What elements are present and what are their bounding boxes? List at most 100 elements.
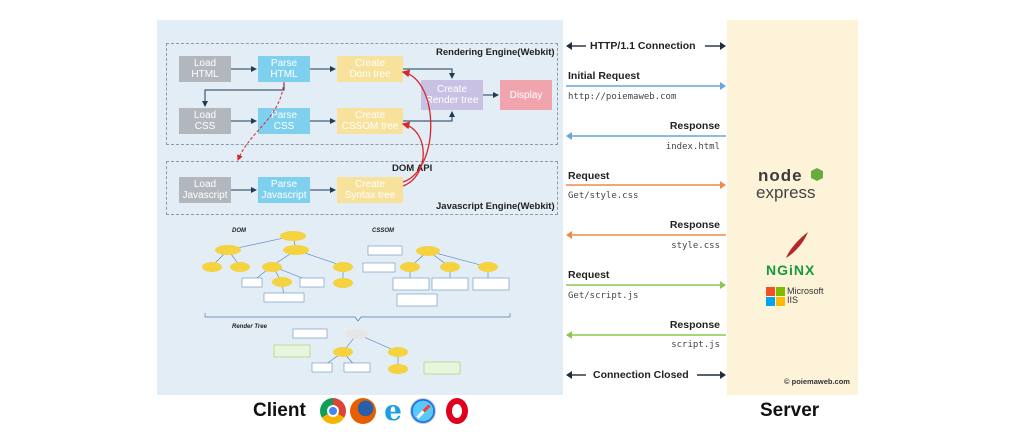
response-html-label: Response <box>669 120 720 132</box>
server-title: Server <box>760 400 820 421</box>
cssom-style-note <box>396 293 438 307</box>
cssom-style-note <box>367 245 403 256</box>
initial-request-label: Initial Request <box>568 70 640 82</box>
opera-icon <box>446 398 468 424</box>
create-syntax-tree-box: Create Syntax tree <box>337 177 403 203</box>
microsoft-iis-logo: Microsoft IIS <box>787 286 824 305</box>
dom-tree-nodes <box>202 231 353 303</box>
render-tree-nodes <box>273 328 461 375</box>
response-js-file: script.js <box>671 340 720 350</box>
cssom-node <box>440 262 460 272</box>
response-css-label: Response <box>669 219 720 231</box>
nginx-logo: NGiNX <box>766 262 816 278</box>
create-dom-box: Create Dom tree <box>337 56 403 82</box>
cssom-node <box>478 262 498 272</box>
arrowhead <box>720 371 726 379</box>
render-text-node <box>311 362 333 373</box>
dom-text-node <box>263 292 305 303</box>
arrow-dom-render <box>403 68 455 79</box>
render-text-node <box>343 362 371 373</box>
dom-node <box>202 262 222 272</box>
cssom-tree-nodes <box>362 245 510 307</box>
cssom-style-note <box>431 277 469 291</box>
node-logo: node <box>758 166 803 185</box>
arrow-cssom-render <box>403 111 455 122</box>
safari-icon <box>410 398 436 424</box>
cssom-style-note <box>472 277 510 291</box>
microsoft-logo-icon <box>766 287 785 306</box>
parse-javascript-box: Parse Javascript <box>258 177 310 203</box>
dom-node <box>333 262 353 272</box>
arrowhead <box>566 231 572 239</box>
render-style-note <box>292 328 328 339</box>
arrowhead <box>566 371 572 379</box>
server-panel <box>727 20 858 395</box>
dom-text-node <box>299 277 325 288</box>
parse-html-box: Parse HTML <box>258 56 310 82</box>
dom-node <box>280 231 306 241</box>
dom-api-label: DOM API <box>392 163 433 174</box>
dom-node <box>272 277 292 287</box>
dom-node <box>230 262 250 272</box>
response-js-label: Response <box>669 319 720 331</box>
arrowhead <box>720 82 726 90</box>
request-css-label: Request <box>568 170 610 182</box>
chrome-icon <box>320 398 346 424</box>
rendering-engine-label: Rendering Engine(Webkit) <box>436 47 555 58</box>
client-title: Client <box>253 400 306 421</box>
dom-node <box>333 278 353 288</box>
cssom-tree-label: CSSOM <box>372 228 395 234</box>
javascript-engine-box <box>166 161 558 215</box>
render-style-note <box>423 361 461 375</box>
render-tree-label: Render Tree <box>232 324 267 330</box>
dom-node <box>215 245 241 255</box>
cssom-style-note <box>392 277 430 291</box>
cssom-node <box>416 246 440 256</box>
load-html-box: Load HTML <box>179 56 231 82</box>
arrowhead <box>720 42 726 50</box>
render-node <box>333 347 353 357</box>
nginx-feather-icon <box>786 232 808 258</box>
display-box: Display <box>500 80 552 110</box>
create-render-tree-box: Create Render tree <box>421 80 483 110</box>
cssom-style-note <box>362 262 396 273</box>
node-hex-icon <box>811 168 823 181</box>
render-node <box>388 364 408 374</box>
copyright-text: © poiemaweb.com <box>784 377 850 386</box>
rendering-engine-box <box>166 43 558 145</box>
ie-icon: e <box>384 394 402 427</box>
response-css-file: style.css <box>671 241 720 251</box>
arrow-html-to-js <box>237 81 285 161</box>
load-javascript-box: Load Javascript <box>179 177 231 203</box>
render-style-note <box>273 344 311 358</box>
arrowhead <box>566 42 572 50</box>
arrow-html-to-css <box>202 82 285 107</box>
response-html-file: index.html <box>665 142 720 152</box>
arrow-syntax-to-dom <box>401 69 432 183</box>
render-node <box>388 347 408 357</box>
arrowhead <box>566 331 572 339</box>
arrowhead <box>720 181 726 189</box>
parse-css-box: Parse CSS <box>258 108 310 134</box>
http-connection-label: HTTP/1.1 Connection <box>590 40 696 52</box>
dom-tree-label: DOM <box>232 228 246 234</box>
request-js-label: Request <box>568 269 610 281</box>
request-css-path: Get/style.css <box>568 191 639 201</box>
dom-node <box>262 262 282 272</box>
dom-text-node <box>241 277 263 288</box>
create-cssom-box: Create CSSOM tree <box>337 108 403 134</box>
express-logo: express <box>756 183 816 202</box>
arrow-syntax-to-cssom <box>401 121 424 187</box>
initial-request-url: http://poiemaweb.com <box>568 92 677 102</box>
request-js-path: Get/script.js <box>568 291 639 301</box>
firefox-icon <box>350 398 376 424</box>
http-arrows <box>566 42 726 379</box>
connection-closed-label: Connection Closed <box>593 369 689 381</box>
cssom-node <box>400 262 420 272</box>
javascript-engine-label: Javascript Engine(Webkit) <box>436 201 555 212</box>
arrowhead <box>566 132 572 140</box>
tree-brace <box>204 313 511 322</box>
render-node <box>345 329 369 339</box>
dom-node <box>283 245 309 255</box>
